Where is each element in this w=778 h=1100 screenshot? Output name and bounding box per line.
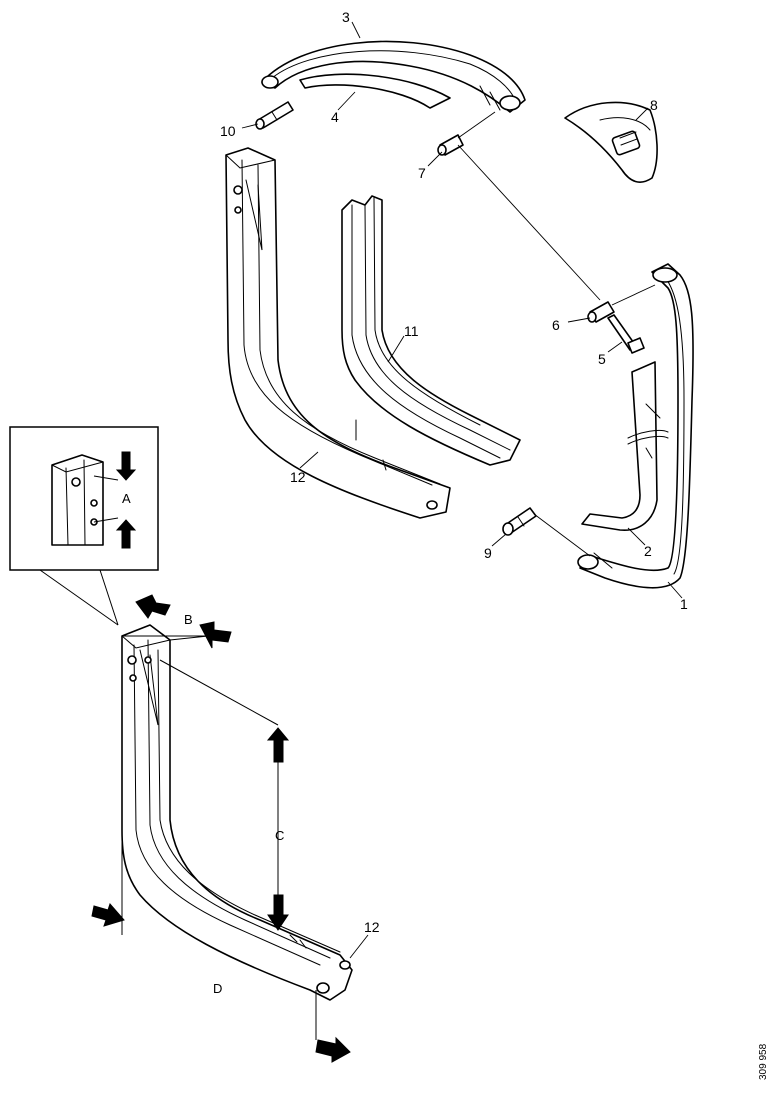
leader-6-to-1	[611, 284, 656, 306]
part-7-bushing	[437, 134, 464, 156]
callout-4: 4	[331, 109, 339, 125]
leader-12-bottom	[349, 934, 369, 959]
part-12-bracket-assembled	[121, 624, 353, 1001]
leader-4	[337, 91, 356, 111]
leader-10	[241, 123, 259, 129]
callout-8: 8	[650, 97, 658, 113]
dimension-b	[122, 594, 232, 649]
drawing-number: 309 958	[758, 1043, 769, 1080]
leader-9-to-1	[533, 513, 591, 557]
leader-7	[427, 151, 443, 167]
part-2-inner-strip	[581, 361, 669, 531]
dimension-d	[91, 840, 351, 1063]
callout-1: 1	[680, 596, 688, 612]
dimension-label-d: D	[213, 981, 222, 996]
leader-9	[491, 533, 507, 547]
part-4-strip	[299, 73, 451, 109]
dimension-label-c: C	[275, 828, 284, 843]
part-1-right-guard	[577, 263, 694, 589]
part-11-channel	[341, 195, 521, 466]
part-9-pin	[502, 507, 537, 536]
part-10-pin	[255, 101, 294, 130]
part-12-bracket-exploded	[225, 147, 451, 519]
callout-6: 6	[552, 317, 560, 333]
callout-2: 2	[644, 543, 652, 559]
leader-5	[607, 341, 623, 353]
leader-3	[351, 21, 361, 39]
callout-10: 10	[220, 123, 236, 139]
leader-7-to-6	[457, 144, 601, 301]
leader-1	[667, 581, 683, 599]
part-5-bolt	[607, 314, 645, 354]
dimension-c	[159, 659, 290, 931]
part-8-end-cap	[564, 101, 658, 183]
leader-12-top	[299, 451, 319, 469]
callout-12-bottom: 12	[364, 919, 380, 935]
callout-9: 9	[484, 545, 492, 561]
part-6-spacer	[587, 301, 615, 323]
leader-8	[635, 107, 649, 121]
callout-11: 11	[404, 323, 419, 339]
dimension-label-a: A	[122, 491, 131, 506]
part-3-upper-guard	[261, 40, 526, 113]
callout-3: 3	[342, 9, 350, 25]
leader-6	[567, 317, 591, 323]
dimension-label-b: B	[184, 612, 193, 627]
callout-7: 7	[418, 165, 426, 181]
leader-2	[627, 527, 646, 546]
callout-5: 5	[598, 351, 606, 367]
callout-12-top: 12	[290, 469, 306, 485]
leader-11	[387, 335, 405, 363]
leader-3-to-7	[457, 111, 496, 139]
detail-inset	[9, 426, 159, 626]
